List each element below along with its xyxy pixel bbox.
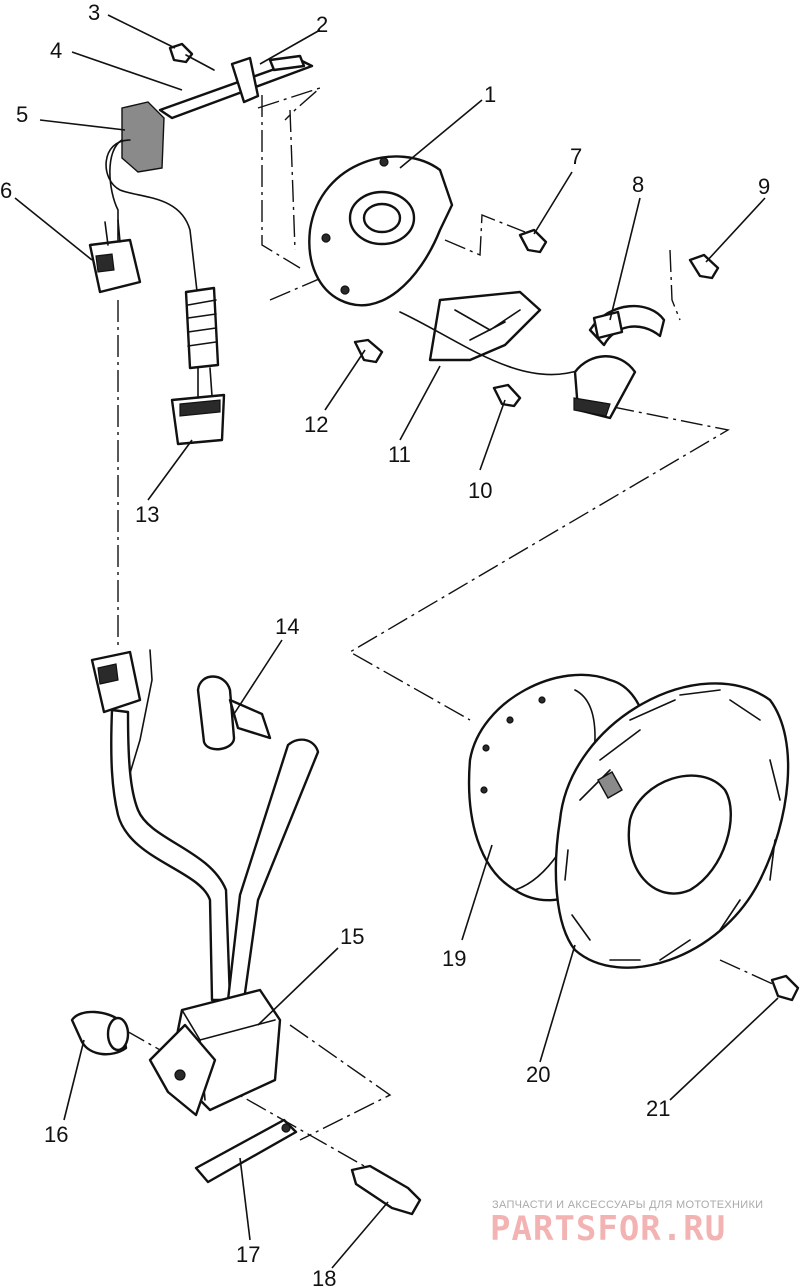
flywheel-assembly [467,673,790,969]
callout-20: 20 [526,1062,550,1087]
callout-1: 1 [484,82,496,107]
watermark-brand: PARTSFOR.RU [490,1209,726,1249]
callout-2: 2 [316,12,328,37]
ignition-coil-assembly [70,649,422,1216]
callout-19: 19 [442,946,466,971]
callout-10: 10 [468,478,492,503]
harness-top [88,54,314,446]
watermark: ЗАПЧАСТИ И АКСЕССУАРЫ ДЛЯ МОТОТЕХНИКИ PA… [490,1199,763,1249]
callout-14: 14 [275,614,299,639]
callout-7: 7 [570,144,582,169]
callout-15: 15 [340,924,364,949]
screw-21 [770,974,800,1002]
watermark-tagline: ЗАПЧАСТИ И АКСЕССУАРЫ ДЛЯ МОТОТЕХНИКИ [492,1199,763,1211]
callout-18: 18 [312,1266,336,1287]
callout-9: 9 [758,174,770,199]
leader-lines [14,14,779,1269]
callout-17: 17 [236,1242,260,1267]
callout-16: 16 [44,1122,68,1147]
bolt-3 [168,42,215,71]
callout-12: 12 [304,412,328,437]
callout-4: 4 [50,38,62,63]
callout-labels: 3 2 4 1 5 7 8 6 9 12 11 10 13 14 15 19 2… [0,0,770,1287]
callout-6: 6 [0,178,12,203]
callout-13: 13 [135,502,159,527]
stator-plate [308,155,720,420]
callout-8: 8 [632,172,644,197]
callout-11: 11 [388,442,411,467]
callout-21: 21 [646,1096,670,1121]
callout-5: 5 [16,102,28,127]
callout-3: 3 [88,0,100,25]
